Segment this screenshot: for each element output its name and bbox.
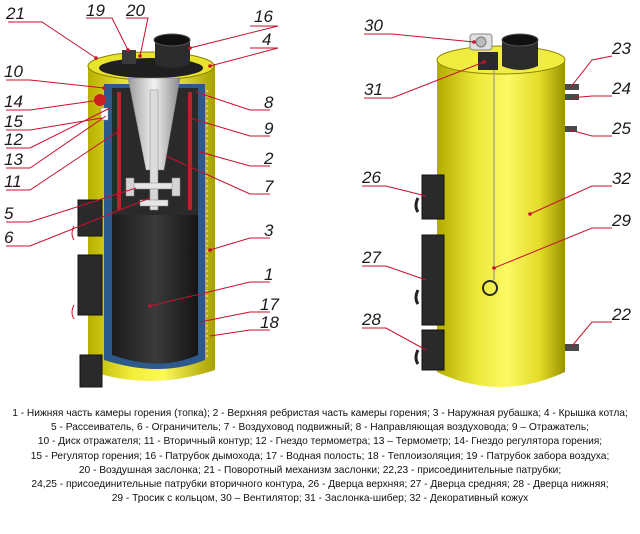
door-lower-left <box>79 354 103 388</box>
connection-pipe-25 <box>565 126 577 132</box>
door-upper-left <box>77 199 103 237</box>
callout-30: 30 <box>364 16 383 35</box>
door-upper <box>421 174 445 220</box>
callout-8: 8 <box>264 93 274 112</box>
fan-icon <box>475 36 487 48</box>
callout-7: 7 <box>264 177 274 196</box>
callout-16: 16 <box>254 7 273 26</box>
callout-28: 28 <box>361 310 381 329</box>
assembled-boiler <box>414 33 579 387</box>
callout-11: 11 <box>4 172 22 191</box>
leader-dots <box>94 40 532 308</box>
reflector-strip-left <box>117 92 121 210</box>
callout-18: 18 <box>260 313 279 332</box>
callout-10: 10 <box>4 62 23 81</box>
cutaway-boiler <box>71 33 215 388</box>
callout-17: 17 <box>260 295 279 314</box>
legend-line: 15 - Регулятор горения; 16 - Патрубок ды… <box>30 450 610 462</box>
decorative-casing <box>437 60 565 387</box>
callout-1: 1 <box>264 265 273 284</box>
connection-pipe-23 <box>565 84 579 90</box>
legend-line: 10 - Диск отражателя; 11 - Вторичный кон… <box>37 436 603 448</box>
legend-line: 1 - Нижняя часть камеры горения (топка);… <box>12 408 628 419</box>
callout-21: 21 <box>5 4 25 23</box>
callout-29: 29 <box>611 211 631 230</box>
top-cover-right <box>436 45 566 75</box>
legend-line: 20 - Воздушная заслонка; 21 - Поворотный… <box>78 464 562 476</box>
callout-2: 2 <box>263 149 274 168</box>
callout-5: 5 <box>4 204 14 223</box>
connection-pipe-24 <box>565 94 579 100</box>
callout-13: 13 <box>4 150 23 169</box>
callout-19: 19 <box>86 1 105 20</box>
callout-31: 31 <box>364 80 383 99</box>
chimney-top-right <box>501 33 539 47</box>
callout-23: 23 <box>611 39 631 58</box>
callout-32: 32 <box>612 169 631 188</box>
callout-12: 12 <box>4 130 23 149</box>
legend-line: 5 - Рассеиватель, 6 - Ограничитель; 7 - … <box>51 422 589 434</box>
combustion-chamber-lower <box>112 215 198 364</box>
callout-3: 3 <box>264 221 274 240</box>
door-middle-left <box>77 254 103 316</box>
callout-20: 20 <box>125 1 145 20</box>
callout-26: 26 <box>361 168 381 187</box>
reflector-strip-right <box>188 92 192 210</box>
legend: 1 - Нижняя часть камеры горения (топка);… <box>4 407 636 506</box>
diffuser <box>125 177 181 207</box>
chimney-pipe <box>155 40 190 68</box>
callout-6: 6 <box>4 228 14 247</box>
callout-25: 25 <box>611 119 631 138</box>
callout-14: 14 <box>4 92 23 111</box>
legend-line: 24,25 - присоединительные патрубки втори… <box>31 479 609 491</box>
leader-lines <box>6 17 613 351</box>
legend-line: 29 - Тросик с кольцом, 30 – Вентилятор; … <box>111 493 529 505</box>
thermometer <box>100 107 109 121</box>
cable-ring-icon <box>482 280 498 296</box>
chimney-pipe-top <box>153 33 191 47</box>
boiler-diagram: 21 19 20 16 4 10 14 15 12 13 11 5 6 8 9 … <box>4 1 631 388</box>
duct-shaft <box>149 89 159 211</box>
chimney-pipe-right <box>502 40 538 70</box>
callout-27: 27 <box>361 248 381 267</box>
callout-22: 22 <box>611 305 631 324</box>
callout-15: 15 <box>4 112 23 131</box>
air-intake <box>122 50 136 64</box>
callout-4: 4 <box>262 30 271 49</box>
door-lower <box>421 329 445 371</box>
callout-labels: 21 19 20 16 4 10 14 15 12 13 11 5 6 8 9 … <box>4 1 631 332</box>
callout-9: 9 <box>264 119 274 138</box>
connection-pipe-22 <box>565 344 579 351</box>
gate-damper <box>478 52 498 70</box>
callout-24: 24 <box>611 79 631 98</box>
door-middle <box>421 234 445 326</box>
